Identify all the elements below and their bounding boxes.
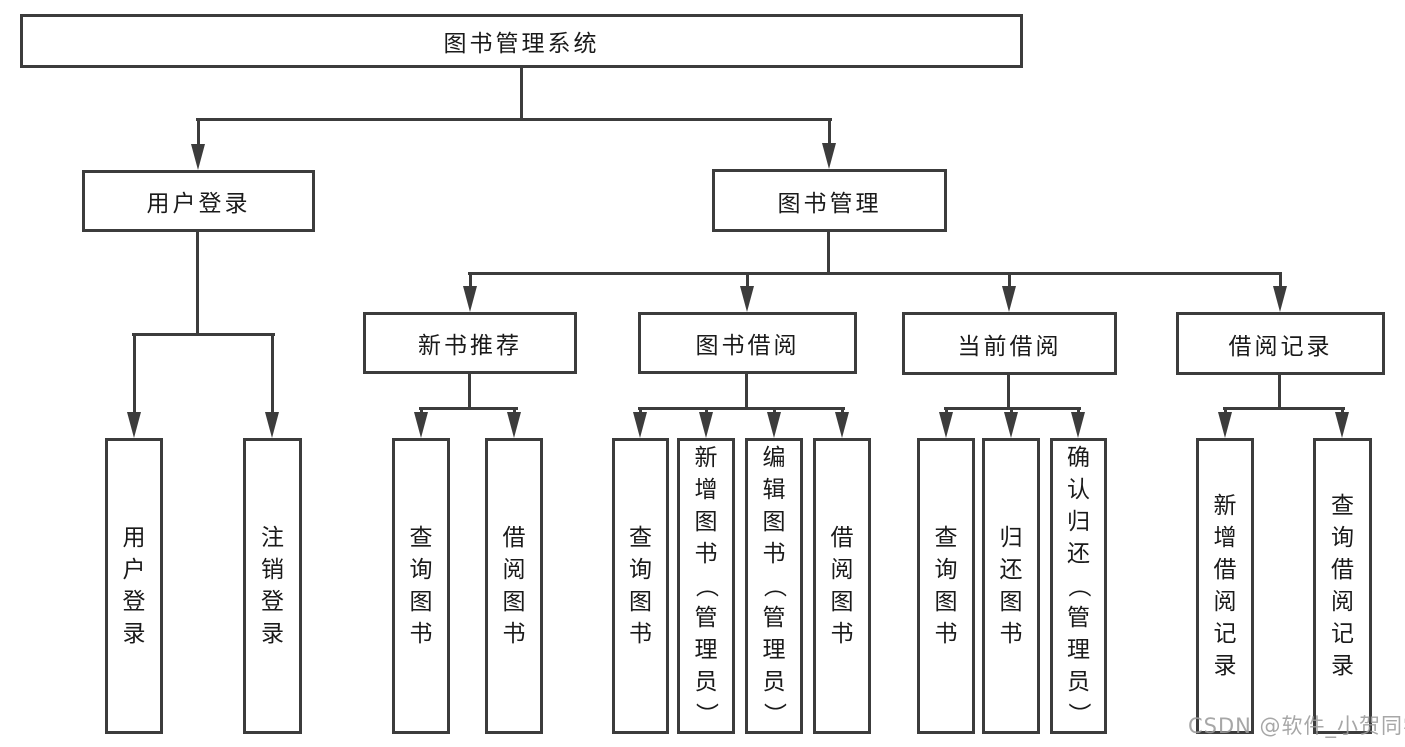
connector-arrow-icon [507, 410, 521, 438]
connector-line [468, 372, 471, 410]
connector-arrow-icon [767, 410, 781, 438]
leaf-node-logout: 注销登录 [243, 438, 302, 734]
connector-arrow-icon [463, 275, 477, 312]
connector-line [1007, 373, 1010, 410]
leaf-node-return-books: 归还图书 [982, 438, 1040, 734]
leaf-node-query-books-1: 查询图书 [392, 438, 450, 734]
connector-arrow-icon [835, 410, 849, 438]
leaf-node-borrow-books-1: 借阅图书 [485, 438, 543, 734]
leaf-node-confirm-return-admin: 确认归还（管理员） [1050, 438, 1107, 734]
connector-line [520, 66, 523, 120]
connector-line [638, 407, 845, 410]
leaf-node-query-books-2: 查询图书 [612, 438, 669, 734]
connector-arrow-icon [414, 410, 428, 438]
connector-line [196, 230, 199, 336]
connector-arrow-icon [265, 336, 279, 438]
connector-arrow-icon [822, 121, 836, 169]
connector-line [827, 230, 830, 275]
root-node: 图书管理系统 [20, 14, 1023, 68]
leaf-node-add-books-admin: 新增图书（管理员） [677, 438, 735, 734]
connector-line [196, 118, 832, 121]
csdn-watermark: CSDN @软件_小贺同学 [1188, 714, 1405, 738]
connector-arrow-icon [1004, 410, 1018, 438]
connector-line [745, 372, 748, 410]
node-borrowing-records: 借阅记录 [1176, 312, 1385, 375]
connector-line [944, 407, 1081, 410]
connector-arrow-icon [740, 275, 754, 312]
connector-line [1278, 373, 1281, 410]
leaf-node-user-login: 用户登录 [105, 438, 163, 734]
leaf-node-query-books-3: 查询图书 [917, 438, 975, 734]
leaf-node-edit-books-admin: 编辑图书（管理员） [745, 438, 803, 734]
connector-line [468, 272, 1282, 275]
node-user-login: 用户登录 [82, 170, 315, 232]
connector-arrow-icon [1002, 275, 1016, 312]
connector-line [419, 407, 518, 410]
connector-line [1223, 407, 1345, 410]
node-new-book-recommend: 新书推荐 [363, 312, 577, 374]
connector-line [132, 333, 275, 336]
connector-arrow-icon [939, 410, 953, 438]
node-book-management: 图书管理 [712, 169, 947, 232]
leaf-node-borrow-books-2: 借阅图书 [813, 438, 871, 734]
node-book-borrowing: 图书借阅 [638, 312, 857, 374]
leaf-node-add-borrow-record: 新增借阅记录 [1196, 438, 1254, 734]
connector-arrow-icon [1335, 410, 1349, 438]
connector-arrow-icon [633, 410, 647, 438]
connector-arrow-icon [1071, 410, 1085, 438]
connector-arrow-icon [1273, 275, 1287, 312]
leaf-node-query-borrow-record: 查询借阅记录 [1313, 438, 1372, 734]
connector-arrow-icon [699, 410, 713, 438]
node-current-borrowing: 当前借阅 [902, 312, 1117, 375]
connector-arrow-icon [1218, 410, 1232, 438]
connector-arrow-icon [191, 121, 205, 170]
connector-arrow-icon [127, 336, 141, 438]
